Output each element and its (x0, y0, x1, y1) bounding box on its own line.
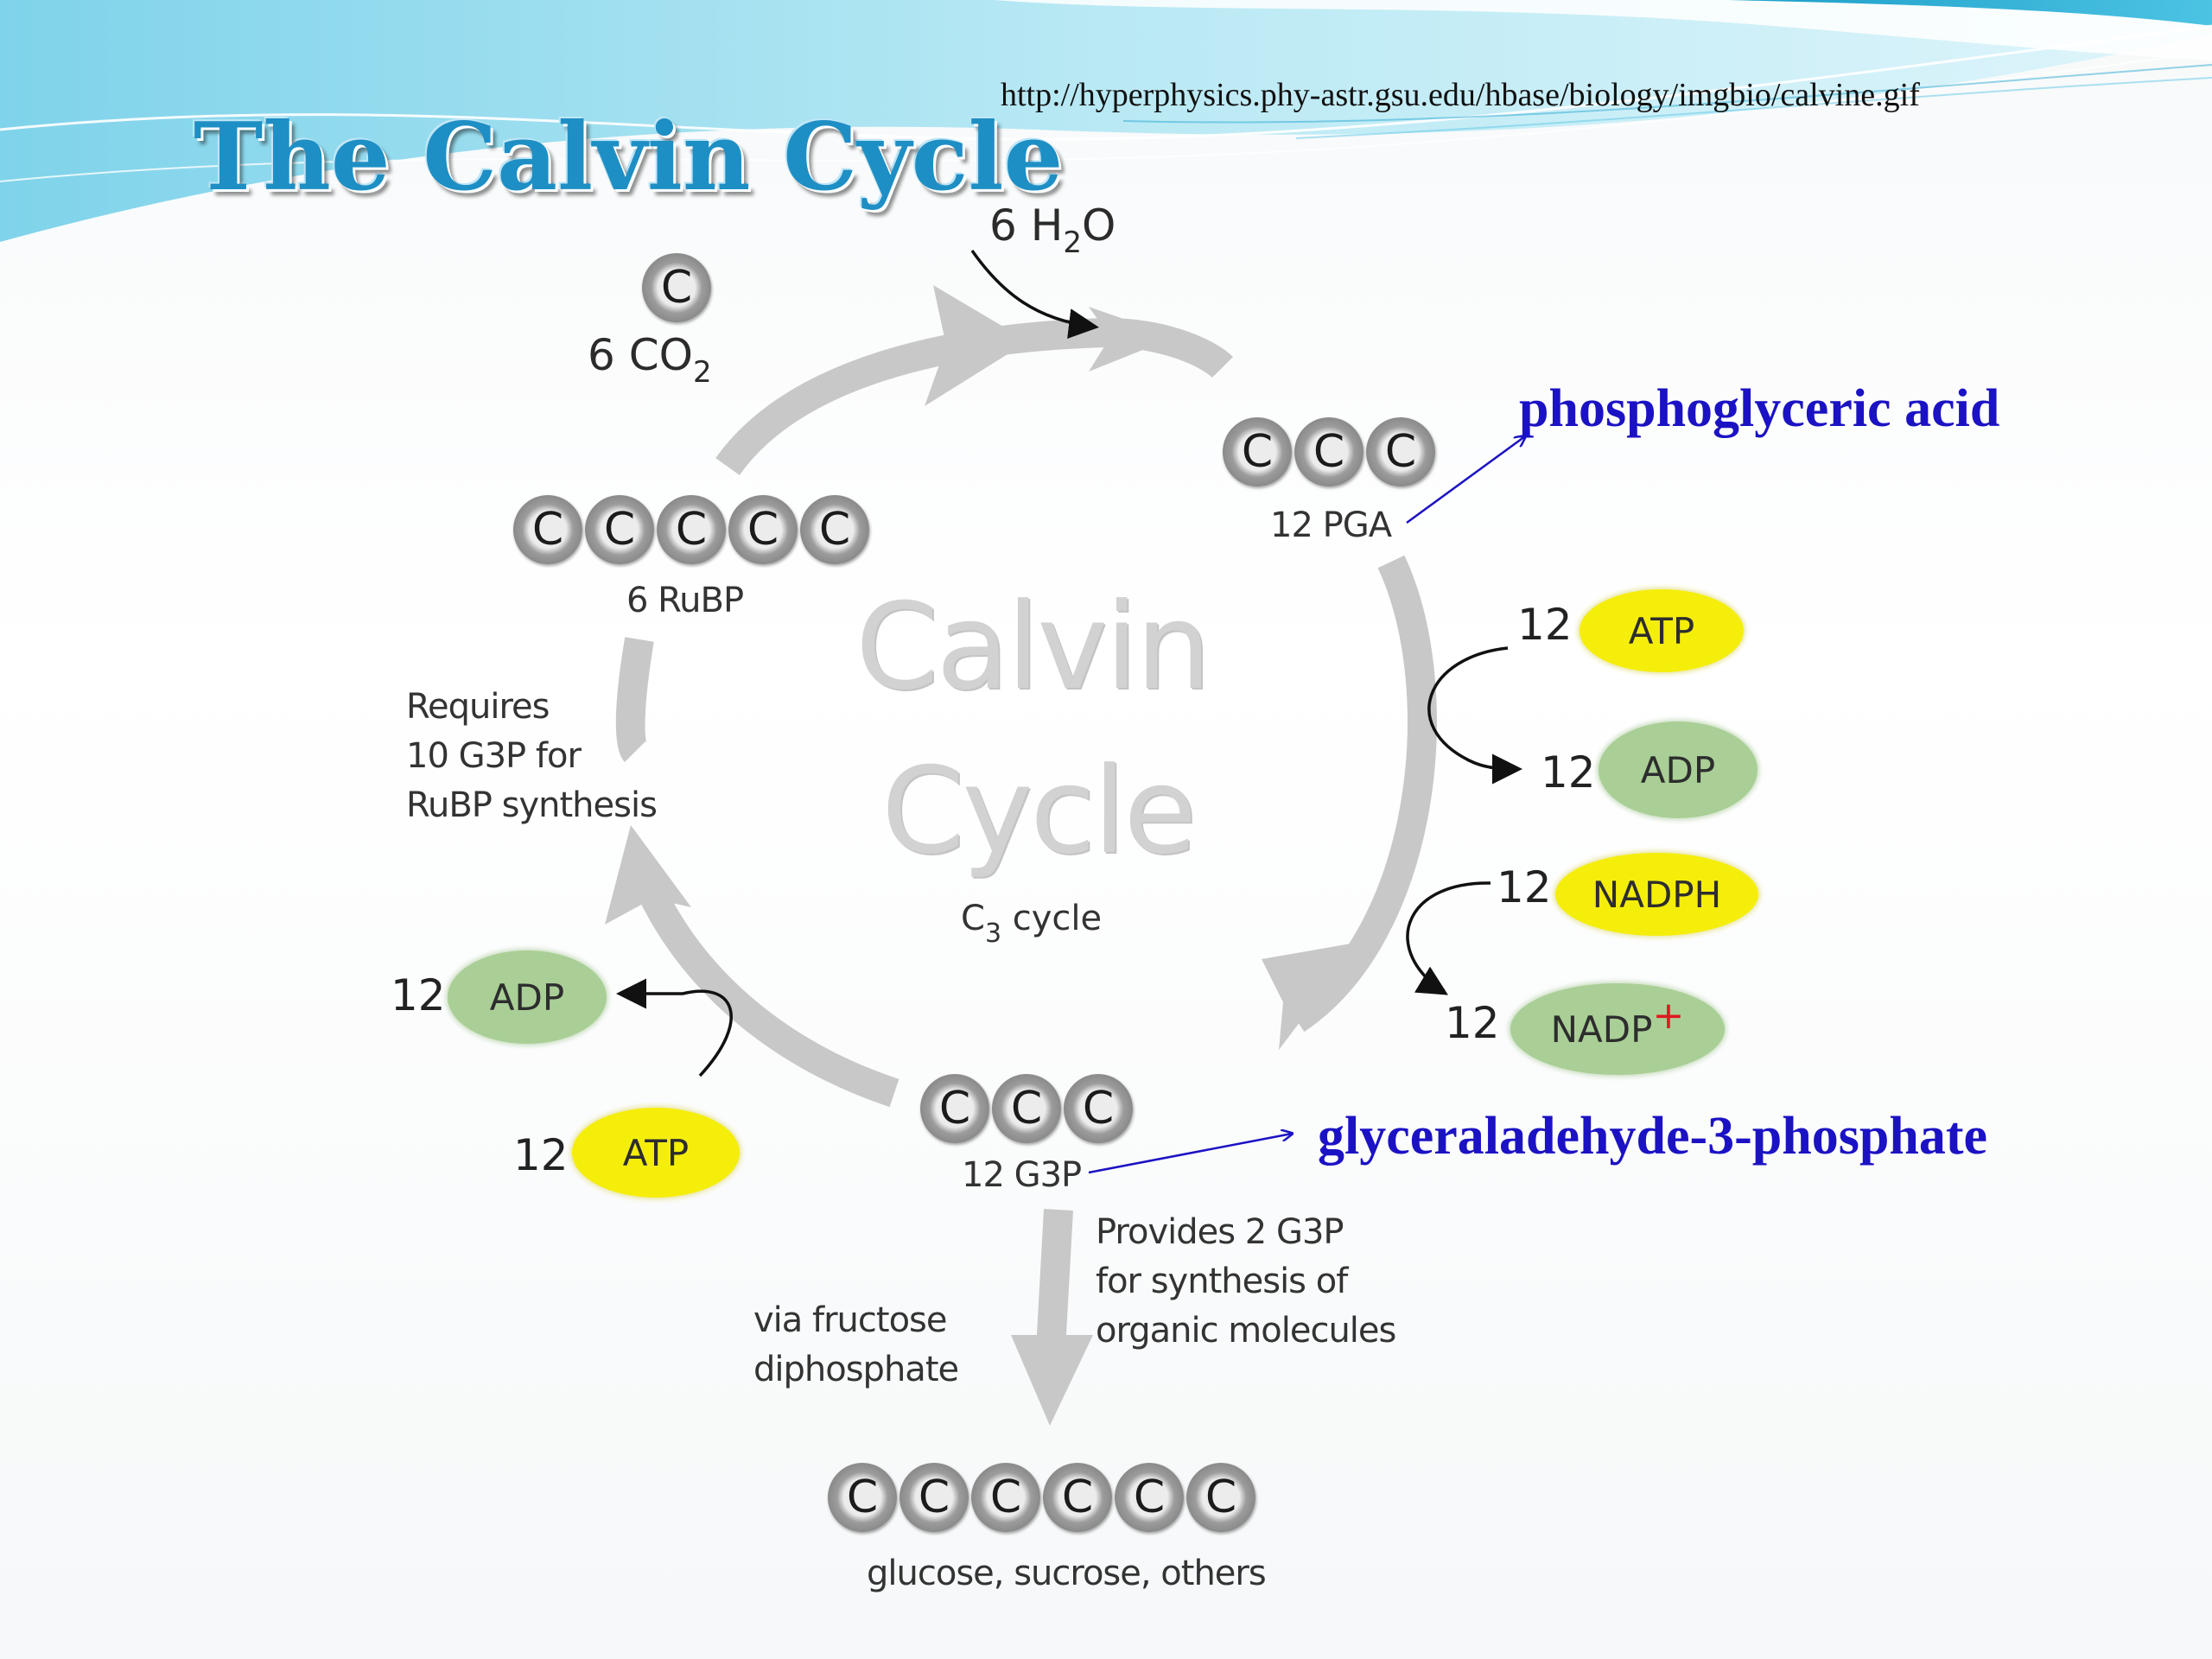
slide-title: The Calvin Cycle (194, 103, 1064, 212)
atp-count: 12 (1517, 600, 1573, 650)
water-subscript: 2 (1063, 226, 1082, 260)
carbon-atom: C (1186, 1463, 1255, 1532)
carbon-atom: C (1366, 417, 1435, 486)
via-note: via fructose diphosphate (753, 1300, 959, 1389)
g3p-annotation: glyceraladehyde-3-phosphate (1318, 1107, 1987, 1166)
provides-note: Provides 2 G3P for synthesis of organic … (1096, 1212, 1396, 1351)
ring-arrowhead-left (605, 825, 691, 925)
left-atp-label: ATP (622, 1131, 690, 1174)
c3-suffix: cycle (1012, 899, 1103, 938)
carbon-atom: C (1115, 1463, 1184, 1532)
cycle-subtitle: C3 cycle (961, 899, 1102, 949)
left-atp-count: 12 (513, 1130, 569, 1180)
carbon-atom: C (899, 1463, 969, 1532)
ring-arrowhead-top-2 (1089, 307, 1175, 372)
left-atp-pill: ATP (572, 1108, 740, 1198)
nadp-pill: NADP+ (1510, 983, 1725, 1075)
carbon-atom: C (992, 1074, 1061, 1143)
ring-arc-top (715, 317, 1234, 476)
carbon-atom: C (513, 495, 582, 564)
nadph-pill: NADPH (1555, 853, 1758, 936)
header-wave-decoration (0, 0, 2212, 242)
pga-annotation: phosphoglyceric acid (1519, 379, 2000, 438)
water-coefficient: 6 (989, 200, 1017, 251)
carbon-atom: C (585, 495, 654, 564)
water-arrow (970, 249, 1099, 339)
ring-arc-bottom-left (626, 858, 899, 1108)
carbon-atom: C (828, 1463, 897, 1532)
c3-subscript: 3 (984, 918, 1002, 949)
adp-pill: ADP (1599, 721, 1758, 818)
pga-molecule: C C C (1223, 417, 1435, 486)
left-adp-label: ADP (489, 976, 565, 1019)
g3p-molecule: C C C (920, 1074, 1133, 1143)
cycle-center-title-line1: Calvin (855, 577, 1211, 716)
c3-prefix: C (961, 899, 985, 938)
rubp-label: 6 RuBP (626, 581, 744, 620)
co2-formula: CO (628, 330, 693, 380)
carbon-atom: C (920, 1074, 989, 1143)
g3p-label: 12 G3P (962, 1155, 1082, 1195)
ring-arrowhead-top-1 (925, 285, 1028, 406)
nadp-plus: + (1652, 993, 1685, 1038)
carbon-atom: C (1223, 417, 1292, 486)
carbon-atom: C (1294, 417, 1363, 486)
source-url: http://hyperphysics.phy-astr.gsu.edu/hba… (1001, 77, 1920, 113)
left-adp-count: 12 (391, 970, 446, 1020)
rubp-molecule: C C C C C (513, 495, 869, 564)
water-o: O (1081, 200, 1116, 251)
carbon-atom: C (728, 495, 798, 564)
pga-label: 12 PGA (1270, 505, 1392, 545)
adp-label: ADP (1640, 748, 1716, 791)
g3p-annotation-arrow (1088, 1134, 1292, 1174)
carbon-atom: C (657, 495, 726, 564)
ring-arrowhead-right (1262, 942, 1361, 1050)
cycle-arrowheads (605, 285, 1361, 1426)
requires-note: Requires 10 G3P for RuBP synthesis (406, 687, 658, 825)
left-adp-pill: ADP (448, 950, 607, 1044)
carbon-atom: C (800, 495, 869, 564)
carbon-atom: C (642, 253, 711, 322)
cycle-center-title-line2: Cycle (881, 741, 1197, 880)
atp-adp-arrow (1427, 646, 1522, 785)
glucose-label: glucose, sucrose, others (867, 1554, 1267, 1593)
carbon-atom: C (1043, 1463, 1112, 1532)
co2-carbon: C (642, 253, 711, 322)
nadp-label: NADP (1550, 1007, 1653, 1051)
nadph-nadp-arrow (1406, 881, 1491, 995)
atp-pill: ATP (1580, 589, 1744, 672)
co2-coefficient: 6 (588, 330, 615, 380)
carbon-atom: C (1064, 1074, 1133, 1143)
water-label: 6 H2O (989, 200, 1116, 260)
ring-arc-right (1287, 555, 1437, 1033)
ring-arrowhead-down (1011, 1335, 1093, 1426)
pga-annotation-arrow (1406, 436, 1525, 524)
nadph-count: 12 (1497, 862, 1552, 912)
nadph-label: NADPH (1592, 873, 1722, 916)
atp-adp-left-arrow (616, 978, 733, 1077)
glucose-molecule: C C C C C C (828, 1463, 1255, 1532)
adp-count: 12 (1541, 747, 1596, 798)
co2-subscript: 2 (693, 355, 712, 390)
nadp-count: 12 (1445, 998, 1500, 1048)
ring-arc-left (615, 637, 654, 762)
atp-label: ATP (1628, 609, 1695, 652)
co2-label: 6 CO2 (588, 330, 712, 390)
water-h: H (1030, 200, 1064, 251)
carbon-atom: C (971, 1463, 1040, 1532)
